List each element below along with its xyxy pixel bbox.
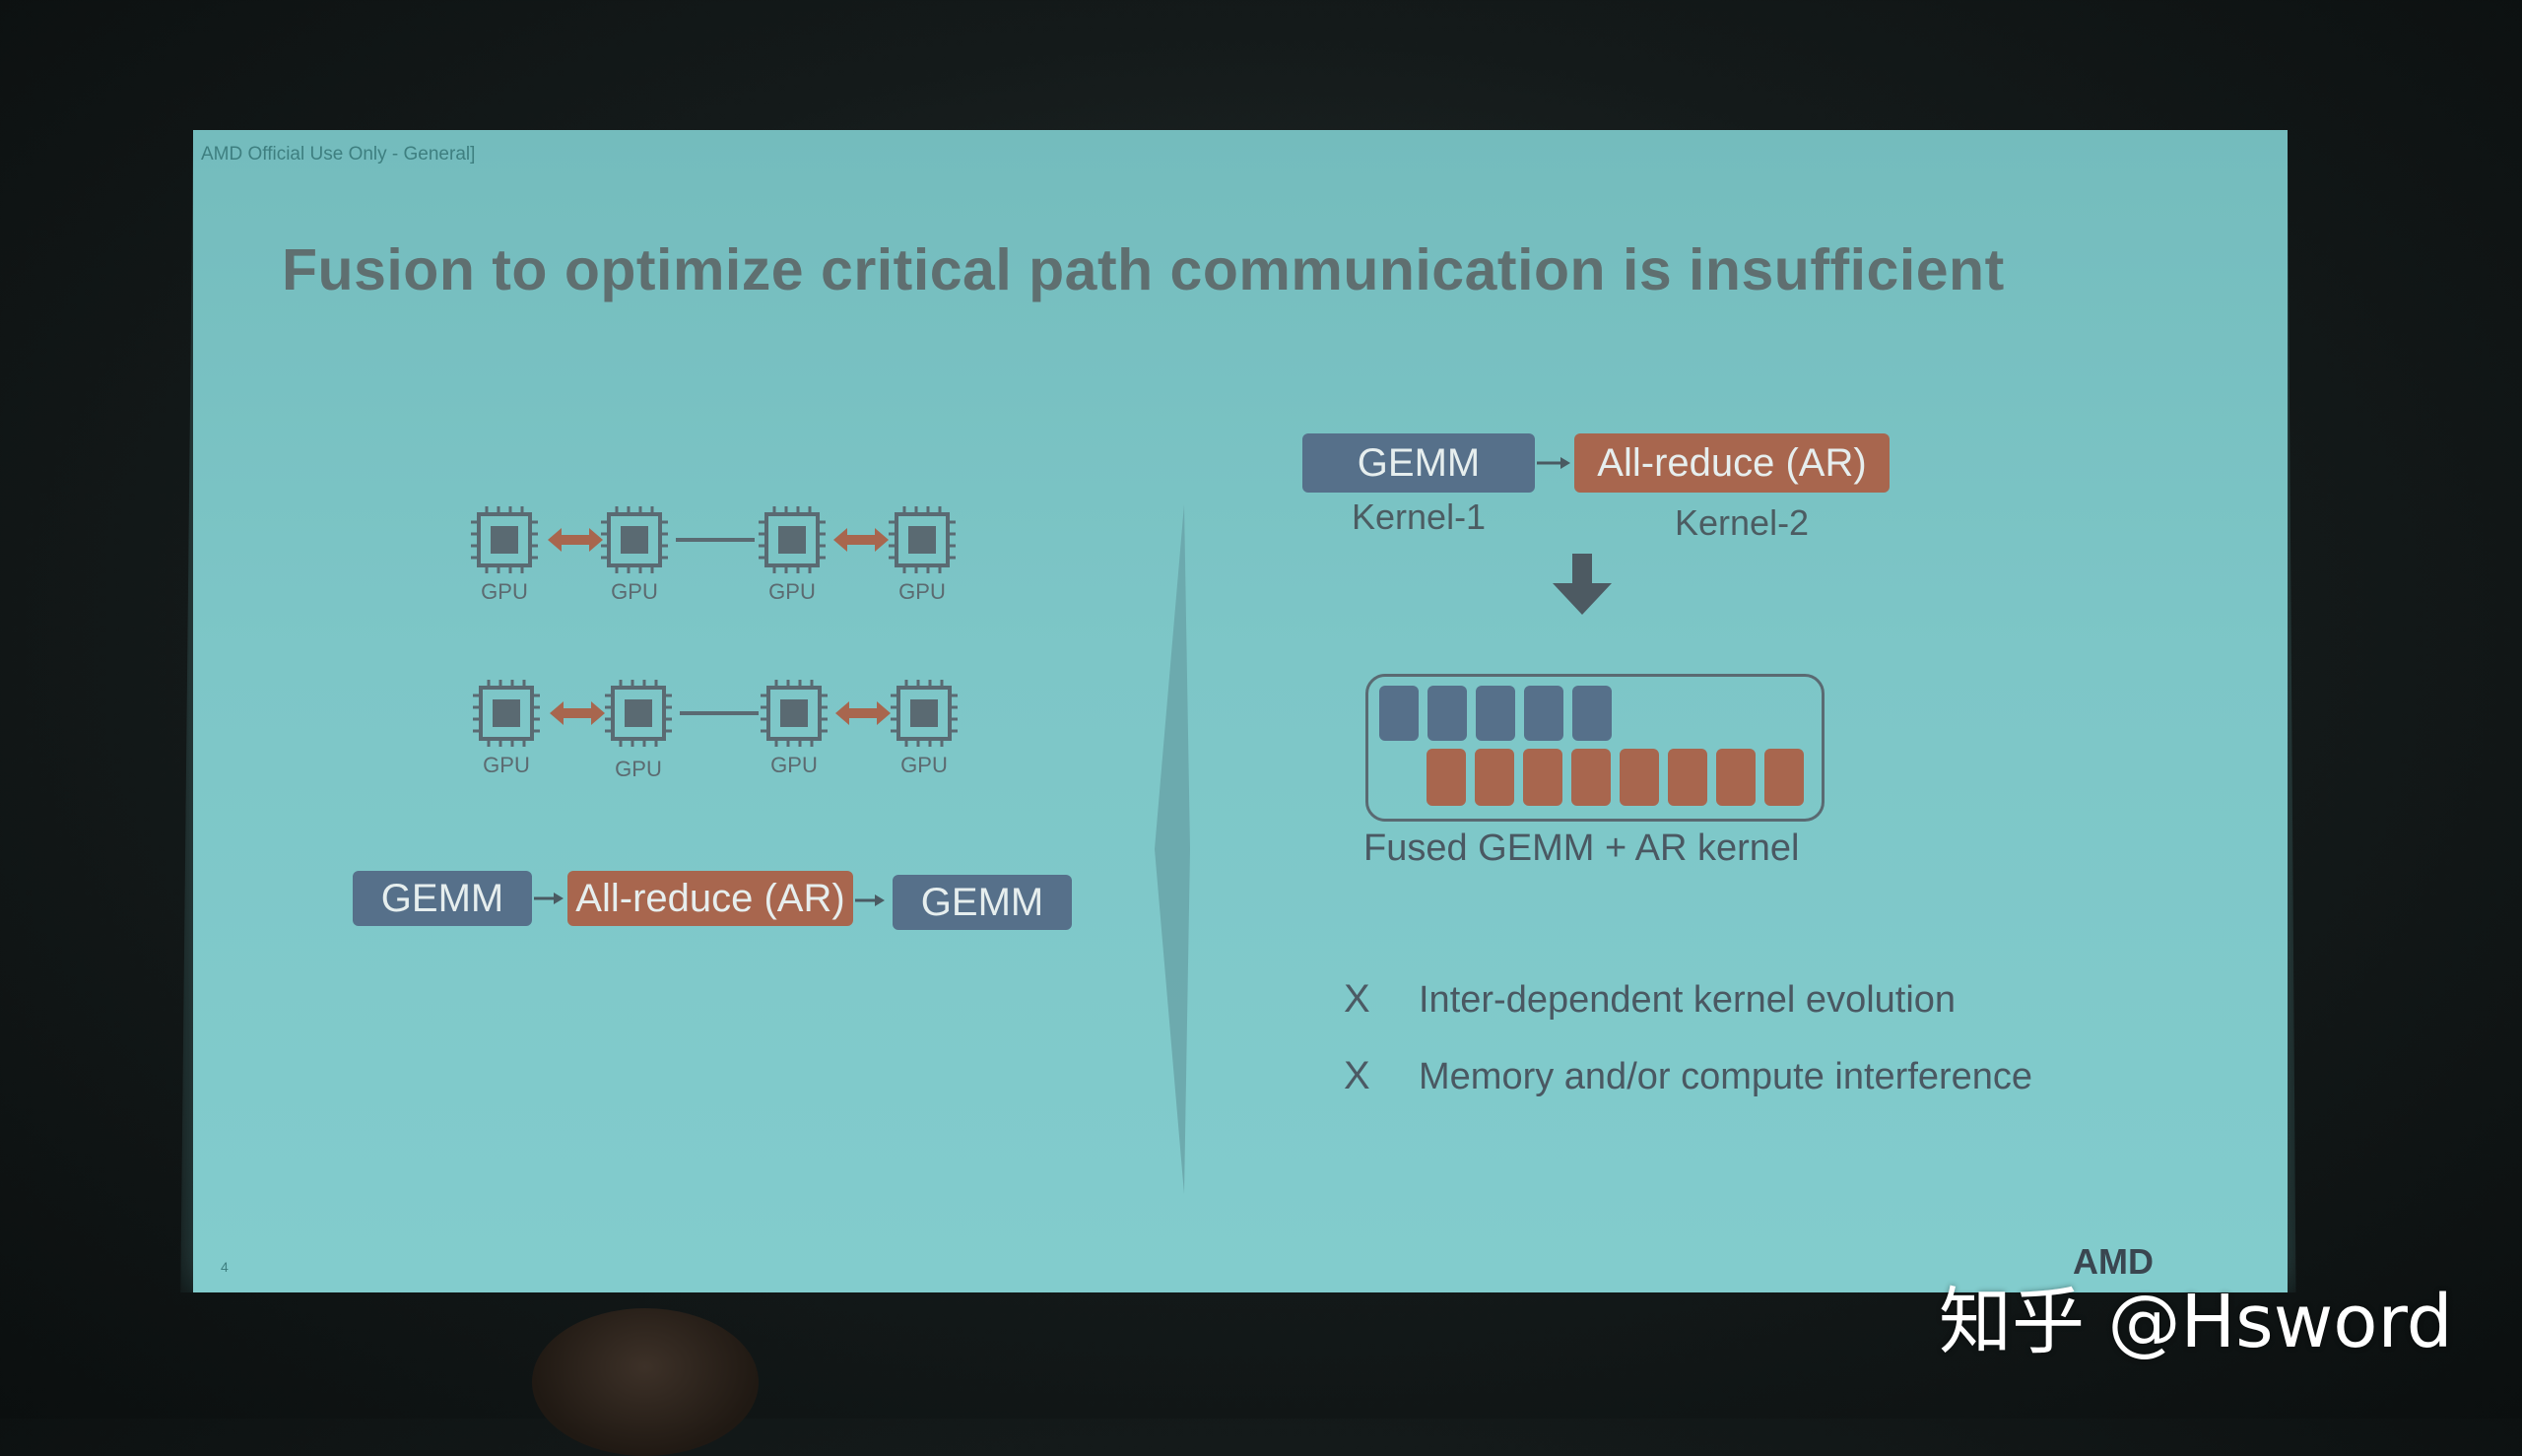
arrow-right-icon	[1537, 457, 1570, 469]
ar-tile	[1475, 749, 1514, 806]
page-number: 4	[221, 1259, 229, 1275]
bullet-text: Inter-dependent kernel evolution	[1419, 979, 1957, 1021]
amd-logo: AMD	[2073, 1241, 2154, 1282]
gpu-chip-icon	[473, 680, 540, 747]
allreduce-box-left: All-reduce (AR)	[567, 871, 853, 926]
kernel2-caption: Kernel-2	[1675, 502, 1810, 543]
gpu-label: GPU	[481, 579, 528, 604]
gemm-tile	[1476, 686, 1515, 741]
gemm-kernel1-box: GEMM	[1302, 433, 1535, 493]
gemm-tile	[1427, 686, 1467, 741]
gpu-label: GPU	[615, 757, 662, 781]
divider-chevron	[1155, 504, 1190, 1194]
bidirectional-arrow-icon	[835, 701, 891, 725]
fused-kernel-caption: Fused GEMM + AR kernel	[1363, 827, 1800, 869]
connector-line	[676, 538, 755, 542]
ar-tile	[1668, 749, 1707, 806]
gpu-label: GPU	[770, 753, 818, 777]
gpu-chip-icon	[891, 680, 958, 747]
gemm-tile	[1524, 686, 1563, 741]
gpu-label: GPU	[611, 579, 658, 604]
x-marker: X	[1344, 1054, 1370, 1097]
arrow-right-icon	[534, 893, 564, 904]
gpu-chip-icon	[605, 680, 672, 747]
gemm-box-right: GEMM	[893, 875, 1072, 930]
ar-tile	[1571, 749, 1611, 806]
arrow-down-icon	[1553, 554, 1612, 615]
ar-tile	[1620, 749, 1659, 806]
gpu-chip-icon	[889, 506, 956, 573]
gemm-tile	[1572, 686, 1612, 741]
allreduce-kernel2-box: All-reduce (AR)	[1574, 433, 1890, 493]
ar-tile	[1523, 749, 1562, 806]
classification-label: AMD Official Use Only - General]	[201, 144, 476, 165]
gpu-label: GPU	[898, 579, 946, 604]
projected-slide: AMD Official Use Only - General] Fusion …	[193, 130, 2288, 1292]
gpu-chip-icon	[759, 506, 826, 573]
gpu-chip-icon	[471, 506, 538, 573]
slide-title: Fusion to optimize critical path communi…	[282, 237, 2005, 302]
bidirectional-arrow-icon	[548, 528, 603, 552]
arrow-right-icon	[855, 894, 885, 906]
audience-head	[532, 1308, 759, 1456]
x-marker: X	[1344, 977, 1370, 1021]
gemm-tile	[1379, 686, 1419, 741]
ar-tile	[1764, 749, 1804, 806]
bidirectional-arrow-icon	[550, 701, 605, 725]
bidirectional-arrow-icon	[833, 528, 889, 552]
connector-line	[680, 711, 759, 715]
gpu-chip-icon	[761, 680, 828, 747]
bullet-text: Memory and/or compute interference	[1419, 1056, 2033, 1097]
gpu-label: GPU	[768, 579, 816, 604]
gemm-box-left: GEMM	[353, 871, 532, 926]
gpu-label: GPU	[483, 753, 530, 777]
ar-tile	[1427, 749, 1466, 806]
gpu-chip-icon	[601, 506, 668, 573]
gpu-label: GPU	[900, 753, 948, 777]
kernel1-caption: Kernel-1	[1352, 496, 1487, 537]
fused-kernel-box	[1365, 674, 1825, 822]
watermark: 知乎 @Hsword	[1939, 1280, 2453, 1364]
ar-tile	[1716, 749, 1756, 806]
